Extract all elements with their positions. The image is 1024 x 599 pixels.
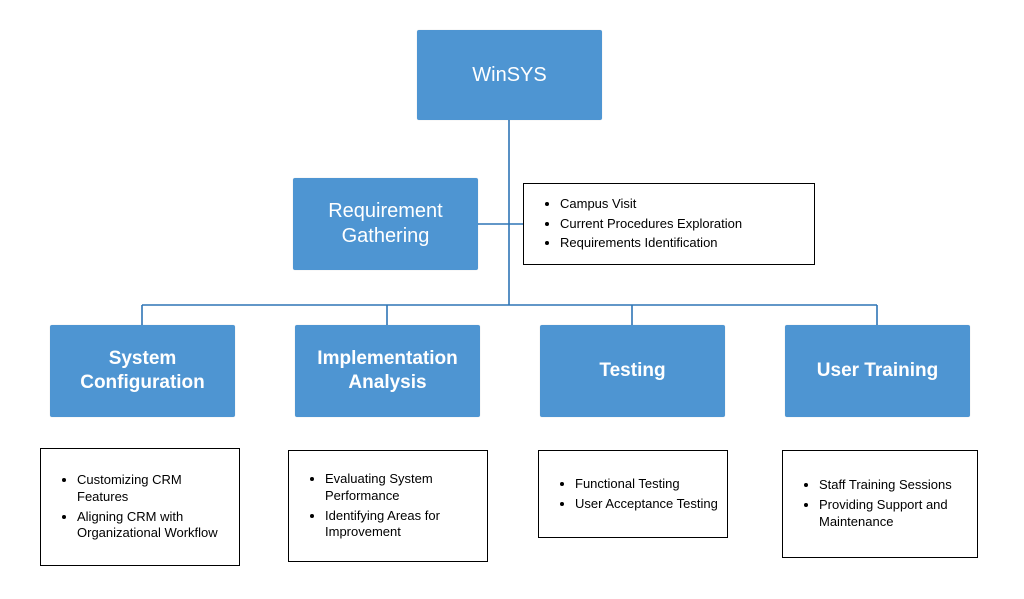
detail-system-configuration: Customizing CRM Features Aligning CRM wi…	[40, 448, 240, 566]
detail-list: Functional Testing User Acceptance Testi…	[539, 473, 727, 516]
detail-implementation-analysis: Evaluating System Performance Identifyin…	[288, 450, 488, 562]
bullet-item: Campus Visit	[560, 196, 808, 213]
node-system-configuration: System Configuration	[50, 325, 235, 417]
node-implementation-analysis: Implementation Analysis	[295, 325, 480, 417]
node-testing: Testing	[540, 325, 725, 417]
bullet-item: User Acceptance Testing	[575, 496, 721, 513]
bullet-item: Evaluating System Performance	[325, 471, 481, 505]
bullet-item: Aligning CRM with Organizational Workflo…	[77, 509, 233, 543]
bullet-item: Identifying Areas for Improvement	[325, 508, 481, 542]
node-winsys-label: WinSYS	[472, 63, 547, 86]
detail-requirement-gathering: Campus Visit Current Procedures Explorat…	[523, 183, 815, 265]
detail-list: Evaluating System Performance Identifyin…	[289, 468, 487, 545]
node-user-training: User Training	[785, 325, 970, 417]
bullet-item: Customizing CRM Features	[77, 472, 233, 506]
node-requirement-gathering: Requirement Gathering	[293, 178, 478, 270]
detail-testing: Functional Testing User Acceptance Testi…	[538, 450, 728, 538]
bullet-item: Functional Testing	[575, 476, 721, 493]
node-requirement-gathering-label: Requirement Gathering	[328, 200, 443, 247]
bullet-item: Requirements Identification	[560, 235, 808, 252]
detail-list: Staff Training Sessions Providing Suppor…	[783, 474, 977, 534]
node-user-training-label: User Training	[816, 360, 939, 382]
node-implementation-analysis-label: Implementation Analysis	[317, 348, 458, 393]
detail-list: Customizing CRM Features Aligning CRM wi…	[41, 469, 239, 546]
node-winsys: WinSYS	[417, 30, 602, 120]
detail-list: Campus Visit Current Procedures Explorat…	[524, 193, 814, 256]
node-system-configuration-label: System Configuration	[80, 348, 205, 393]
node-testing-label: Testing	[599, 360, 666, 382]
bullet-item: Providing Support and Maintenance	[819, 497, 971, 531]
detail-user-training: Staff Training Sessions Providing Suppor…	[782, 450, 978, 558]
bullet-item: Current Procedures Exploration	[560, 216, 808, 233]
bullet-item: Staff Training Sessions	[819, 477, 971, 494]
